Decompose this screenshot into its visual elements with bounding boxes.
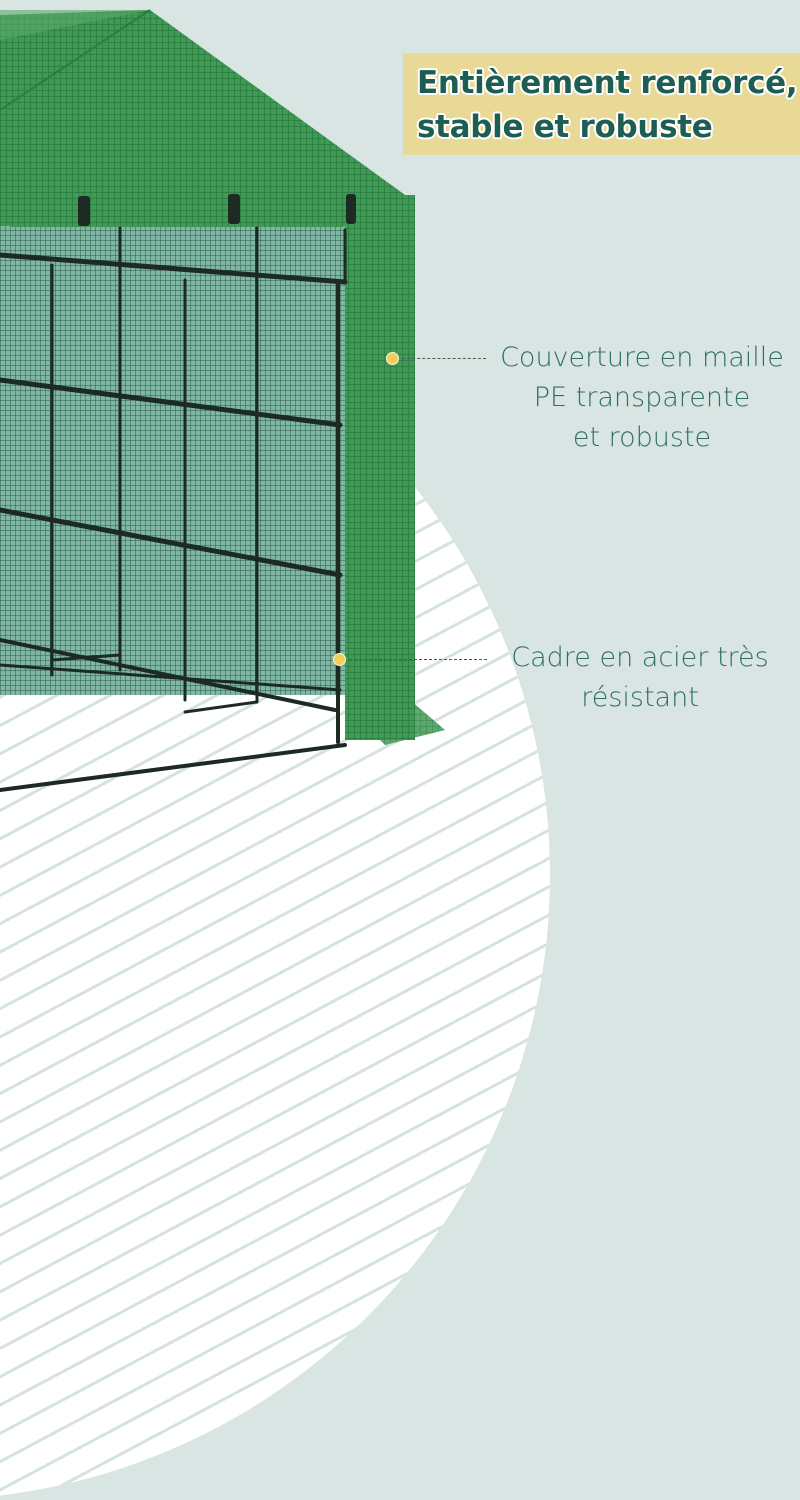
headline-banner: Entièrement renforcé, stable et robuste [403,53,800,155]
feature-line: Cadre en acier très [511,642,769,673]
cover-marker-dot [386,352,399,365]
cover-leader-line [402,358,486,359]
headline-line-2: stable et robuste [417,109,713,145]
feature-line: PE transparente [533,382,751,413]
feature-cover-label: Couverture en maille PE transparente et … [487,338,797,458]
headline-line-1: Entièrement renforcé, [417,65,798,101]
frame-leader-line [349,659,487,660]
headline-text: Entièrement renforcé, stable et robuste [417,61,800,149]
feature-line: résistant [581,682,699,713]
greenhouse-illustration [0,9,445,792]
feature-line: Couverture en maille [500,342,784,373]
feature-line: et robuste [572,422,712,453]
feature-frame-label: Cadre en acier très résistant [490,638,790,718]
frame-marker-dot [333,653,346,666]
